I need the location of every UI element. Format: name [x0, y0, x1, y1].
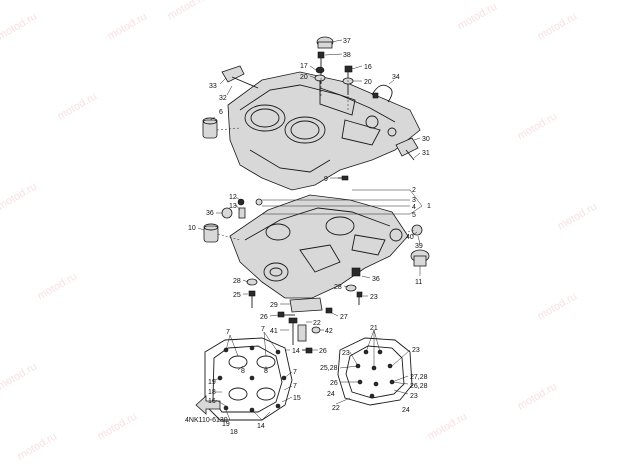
- callout-11: 11: [415, 279, 422, 286]
- callout-22: 22: [313, 320, 321, 327]
- callout-28: 28: [334, 284, 342, 291]
- callout-30: 30: [422, 136, 430, 143]
- callout-23: 23: [342, 350, 350, 357]
- callout-20: 20: [364, 79, 372, 86]
- front-arrow: [195, 395, 221, 415]
- right-bolt-pattern: [337, 337, 413, 406]
- callout-26: 26: [319, 348, 327, 355]
- callout-36: 36: [206, 210, 214, 217]
- callout-14: 14: [292, 348, 300, 355]
- callout-10: 10: [188, 225, 196, 232]
- callout-27-28: 27,28: [410, 374, 428, 381]
- callout-19: 19: [222, 421, 230, 428]
- svg-text:motod.ru: motod.ru: [36, 270, 80, 302]
- callout-31: 31: [422, 150, 430, 157]
- svg-text:motod.ru: motod.ru: [106, 10, 150, 42]
- svg-text:motod.ru: motod.ru: [536, 10, 580, 42]
- assembly-lines: [216, 58, 415, 241]
- lower-small-parts: [203, 198, 430, 354]
- svg-text:motod.ru: motod.ru: [516, 110, 560, 142]
- callout-9: 9: [324, 176, 328, 183]
- callout-32: 32: [219, 95, 227, 102]
- callout-8: 8: [264, 368, 268, 375]
- callout-4: 4: [412, 204, 416, 211]
- svg-text:motod.ru: motod.ru: [0, 180, 39, 212]
- callout-23: 23: [412, 347, 420, 354]
- callout-22: 22: [332, 405, 340, 412]
- leader-lines: [197, 39, 423, 421]
- callout-5: 5: [412, 212, 416, 219]
- callout-18: 18: [208, 389, 216, 396]
- callout-40: 40: [406, 234, 414, 241]
- svg-text:motod.ru: motod.ru: [96, 410, 140, 442]
- callout-7: 7: [226, 329, 230, 336]
- callout-labels: 37 38 17 20 16 20 34 33 32 6 30 31 9 2 3…: [185, 38, 431, 436]
- callout-15: 15: [293, 395, 301, 402]
- top-small-parts: [202, 36, 419, 181]
- callout-25: 25: [233, 292, 241, 299]
- callout-1: 1: [427, 203, 431, 210]
- callout-37: 37: [343, 38, 351, 45]
- callout-25-28: 25,28: [320, 365, 338, 372]
- callout-17: 17: [300, 63, 308, 70]
- callout-13: 13: [229, 203, 237, 210]
- callout-16: 16: [208, 398, 216, 405]
- svg-text:motod.ru: motod.ru: [516, 380, 560, 412]
- svg-text:motod.ru: motod.ru: [56, 90, 100, 122]
- svg-text:motod.ru: motod.ru: [0, 10, 39, 42]
- callout-8: 8: [241, 368, 245, 375]
- callout-12: 12: [229, 194, 237, 201]
- callout-21: 21: [370, 325, 378, 332]
- svg-text:motod.ru: motod.ru: [0, 360, 39, 392]
- callout-20: 20: [300, 74, 308, 81]
- callout-34: 34: [392, 74, 400, 81]
- callout-7: 7: [261, 326, 265, 333]
- callout-14: 14: [257, 423, 265, 430]
- callout-28: 28: [233, 278, 241, 285]
- callout-26: 26: [330, 380, 338, 387]
- callout-6: 6: [219, 109, 223, 116]
- lower-crankcase: [229, 194, 409, 299]
- svg-text:motod.ru: motod.ru: [16, 430, 60, 462]
- svg-text:motod.ru: motod.ru: [426, 410, 470, 442]
- callout-7: 7: [293, 369, 297, 376]
- svg-text:motod.ru: motod.ru: [556, 200, 600, 232]
- callout-23: 23: [370, 294, 378, 301]
- diagram-code: 4NK110-6130: [185, 417, 228, 424]
- callout-41: 41: [270, 328, 278, 335]
- callout-26-28: 26,28: [410, 383, 428, 390]
- callout-18: 18: [230, 429, 238, 436]
- callout-2: 2: [412, 187, 416, 194]
- callout-16: 16: [364, 64, 372, 71]
- callout-24: 24: [327, 391, 335, 398]
- callout-39: 39: [415, 243, 423, 250]
- callout-38: 38: [343, 52, 351, 59]
- callout-3: 3: [412, 197, 416, 204]
- callout-36: 36: [372, 276, 380, 283]
- callout-29: 29: [270, 302, 278, 309]
- svg-text:motod.ru: motod.ru: [166, 0, 210, 23]
- svg-text:motod.ru: motod.ru: [456, 0, 500, 32]
- callout-7: 7: [293, 383, 297, 390]
- callout-23: 23: [410, 393, 418, 400]
- callout-26: 26: [260, 314, 268, 321]
- callout-24: 24: [402, 407, 410, 414]
- callout-33: 33: [209, 83, 217, 90]
- callout-42: 42: [325, 328, 333, 335]
- svg-text:motod.ru: motod.ru: [536, 290, 580, 322]
- callout-27: 27: [340, 314, 348, 321]
- callout-19: 19: [208, 379, 216, 386]
